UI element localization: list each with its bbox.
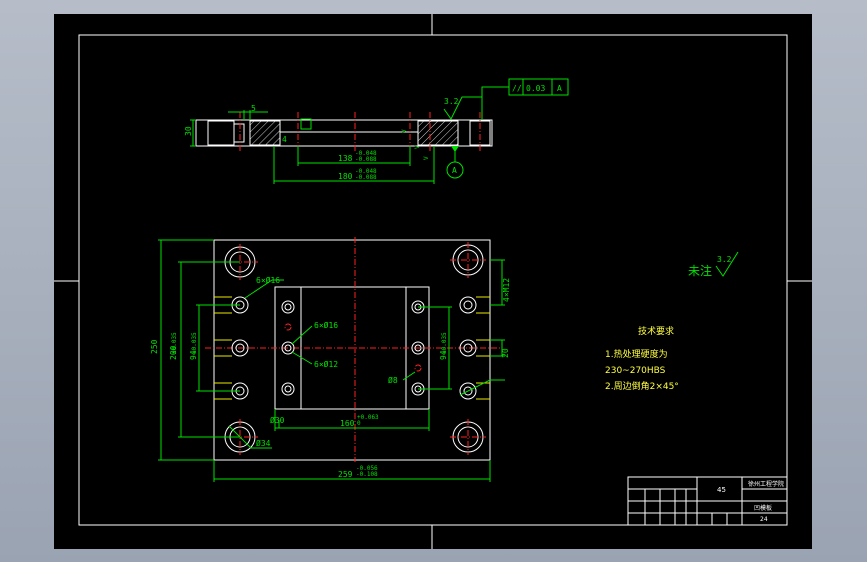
hatch-right: [417, 120, 459, 146]
corner-hole-top-right: [450, 242, 486, 278]
title-material: 45: [717, 486, 726, 494]
notes-line-2: 230~270HBS: [605, 366, 666, 376]
phi30-label: Ø30: [270, 415, 285, 425]
dim-180-label: 180: [338, 172, 353, 181]
dim-4xm12-label: 4×M12: [502, 278, 511, 302]
tolerance-symbol: //: [512, 84, 522, 93]
dim-94-right-tol: ±0.035: [441, 332, 448, 354]
dim-259-tol-lower: -0.108: [356, 471, 378, 478]
phi34-label: Ø34: [256, 438, 271, 448]
m12-leader: [459, 379, 505, 396]
tolerance-leader: [481, 86, 509, 120]
tolerance-datum: A: [557, 84, 562, 93]
dim-20-label: 20: [501, 348, 510, 358]
dim-180-tol-upper: -0.048: [355, 168, 377, 175]
notes-line-1: 1.热处理硬度为: [605, 348, 668, 360]
dim-160-label: 160: [340, 419, 355, 428]
hatch-left: [249, 120, 281, 146]
section-dimensions: 5 30 4 138 -0.048 -0.088 180 -0.048 -0.0…: [184, 78, 569, 184]
other-roughness-value: 3.2: [717, 255, 732, 264]
dim-138-tol-upper: -0.048: [355, 150, 377, 157]
dim-259-tol-upper: -0.056: [356, 465, 378, 472]
dim-vertical-3: V: [423, 156, 430, 160]
holes-12-label: 6×Ø12: [314, 359, 338, 369]
inner-holes-right: [411, 300, 425, 396]
dim-30-label: 30: [184, 126, 193, 136]
plate-section-outline: [195, 119, 493, 147]
dim-138-label: 138: [338, 154, 353, 163]
dim-4-label: 4: [282, 135, 287, 144]
inner-holes-left: [281, 300, 295, 396]
plan-dimensions: 250 200 ±0.035 94 ±0.035 94 ±0.035 6×Ø16…: [150, 239, 511, 482]
other-roughness-label: 未注: [688, 263, 712, 278]
dim-vertical-1: V: [401, 129, 408, 133]
holes-16-outer-label: 6×Ø16: [256, 275, 280, 285]
dim-200-label: 200: [169, 345, 178, 360]
plan-view: [205, 237, 500, 462]
roughness-symbol-top: [443, 96, 482, 120]
dim-vertical-2: V: [414, 145, 421, 149]
roughness-note: 未注 3.2: [688, 251, 739, 278]
roughness-top-label: 3.2: [444, 97, 459, 106]
technical-requirements: 技术要求 1.热处理硬度为 230~270HBS 2.周边倒角2×45°: [605, 325, 679, 392]
dim-259-label: 259: [338, 470, 353, 479]
other-roughness-symbol: [715, 251, 739, 277]
dim-160-tol-upper: +0.063: [357, 414, 379, 421]
notes-title: 技术要求: [638, 325, 674, 337]
title-block: 45 徐州工程学院 凹模板 24: [627, 476, 788, 526]
tolerance-frame: [508, 78, 569, 96]
dim-94-label: 94: [189, 350, 198, 360]
phi8-label: Ø8: [388, 375, 398, 385]
title-part-name: 凹模板: [754, 504, 772, 512]
dim-160-tol-lower: 0: [357, 420, 361, 427]
drawing-frame: [78, 34, 788, 526]
dim-5-label: 5: [251, 104, 256, 113]
drawing-sheet: [54, 14, 812, 549]
holes-16-inner-label: 6×Ø16: [314, 320, 338, 330]
notes-line-3: 2.周边倒角2×45°: [605, 380, 679, 392]
dim-94-right-label: 94: [439, 350, 448, 360]
dim-180-tol-lower: -0.088: [355, 174, 377, 181]
corner-hole-bottom-right: [450, 419, 486, 455]
plate-outline: [213, 239, 491, 461]
section-view: [195, 112, 493, 152]
dim-200-tol: ±0.035: [171, 332, 178, 354]
dim-250-label: 250: [150, 339, 159, 354]
tolerance-value: 0.03: [526, 84, 545, 93]
bore-left-inner: [233, 123, 245, 143]
datum-a-bubble: [446, 161, 464, 179]
side-holes-left: [214, 296, 249, 400]
dim-138-tol-lower: -0.088: [355, 156, 377, 163]
title-drawing-no: 24: [760, 516, 768, 523]
title-school: 徐州工程学院: [748, 480, 784, 488]
dim-box-small: [300, 118, 312, 130]
dim-94-tol: ±0.035: [191, 332, 198, 354]
datum-a-label: A: [452, 166, 457, 175]
